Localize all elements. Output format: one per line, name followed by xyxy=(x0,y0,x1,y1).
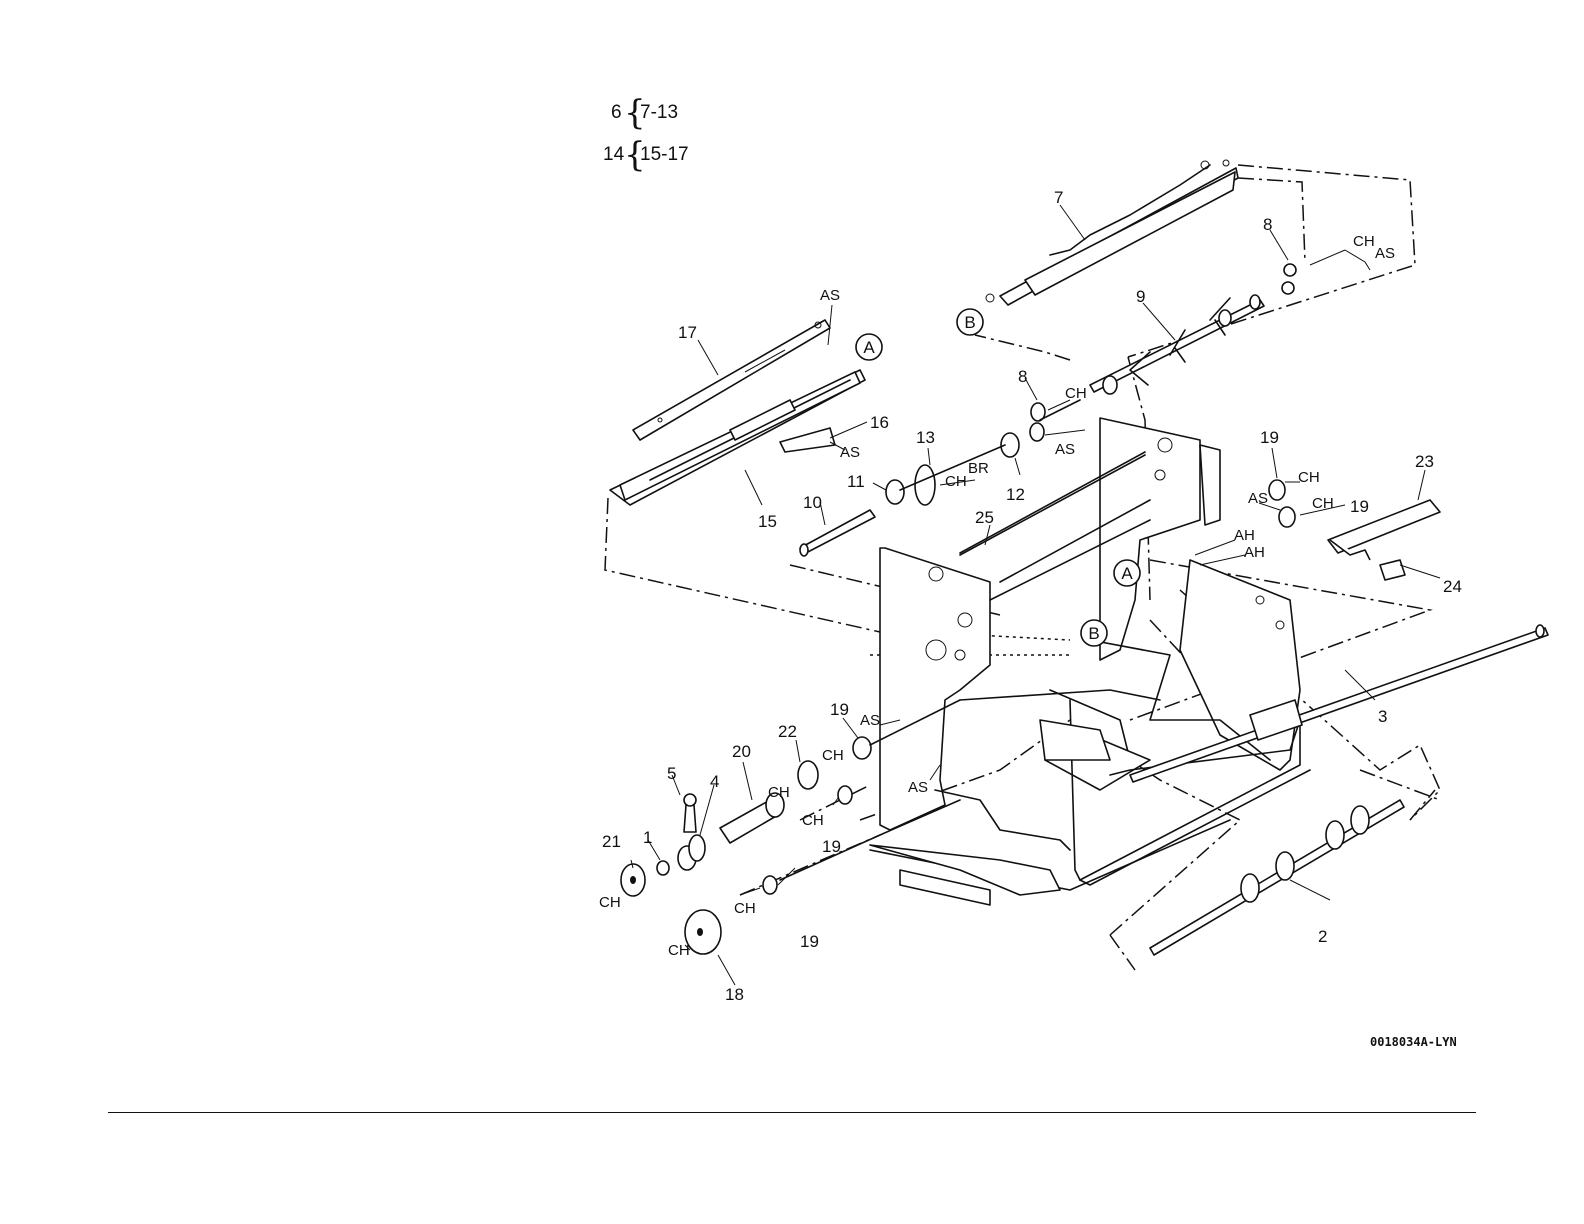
bracket-range-label: 7-13 xyxy=(640,102,678,123)
main-frame xyxy=(870,418,1310,905)
code-label: AS xyxy=(860,712,880,729)
code-label: CH xyxy=(822,747,844,764)
callout-16: 16 xyxy=(870,413,889,432)
part-7-upper-rail xyxy=(986,160,1238,305)
right-side-parts xyxy=(1269,480,1440,580)
code-label: CH xyxy=(1065,385,1087,402)
callout-3: 3 xyxy=(1378,707,1387,726)
callout-4: 4 xyxy=(710,772,719,791)
callout-5: 5 xyxy=(667,764,676,783)
callout-20: 20 xyxy=(732,742,751,761)
code-label: AS xyxy=(908,779,928,796)
code-label: CH xyxy=(768,784,790,801)
code-label: CH xyxy=(734,900,756,917)
code-label: CH xyxy=(599,894,621,911)
callout-2: 2 xyxy=(1318,927,1327,946)
callout-19: 19 xyxy=(822,837,841,856)
code-label: CH xyxy=(1353,233,1375,250)
part-10-short-shaft xyxy=(800,510,875,556)
code-label: AS xyxy=(840,444,860,461)
callout-8: 8 xyxy=(1263,215,1272,234)
callout-9: 9 xyxy=(1136,287,1145,306)
callout-15: 15 xyxy=(758,512,777,531)
callout-19: 19 xyxy=(830,700,849,719)
callout-25: 25 xyxy=(975,508,994,527)
callout-1: 1 xyxy=(643,828,652,847)
code-label: AH xyxy=(1244,544,1265,561)
callout-19: 19 xyxy=(800,932,819,951)
code-label: CH xyxy=(945,473,967,490)
code-label: AS xyxy=(1375,245,1395,262)
callout-17: 17 xyxy=(678,323,697,342)
code-label: AS xyxy=(1055,441,1075,458)
code-label: AS xyxy=(820,287,840,304)
bracket-parent-label: 6 xyxy=(611,102,622,123)
reference-marker-a: A xyxy=(1121,564,1133,583)
code-label: BR xyxy=(968,460,989,477)
reference-marker-a: A xyxy=(863,338,875,357)
callout-19: 19 xyxy=(1260,428,1279,447)
callout-24: 24 xyxy=(1443,577,1462,596)
callout-21: 21 xyxy=(602,832,621,851)
callout-8: 8 xyxy=(1018,367,1027,386)
part-17-cover xyxy=(633,320,830,440)
callout-22: 22 xyxy=(778,722,797,741)
bracket-range-label: 15-17 xyxy=(640,144,689,165)
bracket-parent-label: 14 xyxy=(603,144,625,165)
part-9-upper-shaft xyxy=(1090,264,1296,394)
code-label: CH xyxy=(1298,469,1320,486)
reference-marker-b: B xyxy=(1088,624,1099,643)
code-label: CH xyxy=(1312,495,1334,512)
callout-11: 11 xyxy=(847,472,865,491)
part-16-bracket xyxy=(780,428,835,452)
callout-12: 12 xyxy=(1006,485,1025,504)
callout-10: 10 xyxy=(803,493,822,512)
page-divider xyxy=(108,1112,1476,1113)
reference-marker-b: B xyxy=(964,313,975,332)
figure-id: 0018034A-LYN xyxy=(1370,1035,1457,1049)
callout-23: 23 xyxy=(1415,452,1434,471)
code-label: AH xyxy=(1234,527,1255,544)
callout-19: 19 xyxy=(1350,497,1369,516)
code-label: CH xyxy=(668,942,690,959)
gear-set-middle xyxy=(886,400,1080,505)
callout-7: 7 xyxy=(1054,188,1063,207)
code-label: AS xyxy=(1248,490,1268,507)
callout-13: 13 xyxy=(916,428,935,447)
callout-18: 18 xyxy=(725,985,744,1004)
code-label: CH xyxy=(802,812,824,829)
bracket-group-legend: 6 { 7-13 14 { 15-17 xyxy=(603,93,689,175)
